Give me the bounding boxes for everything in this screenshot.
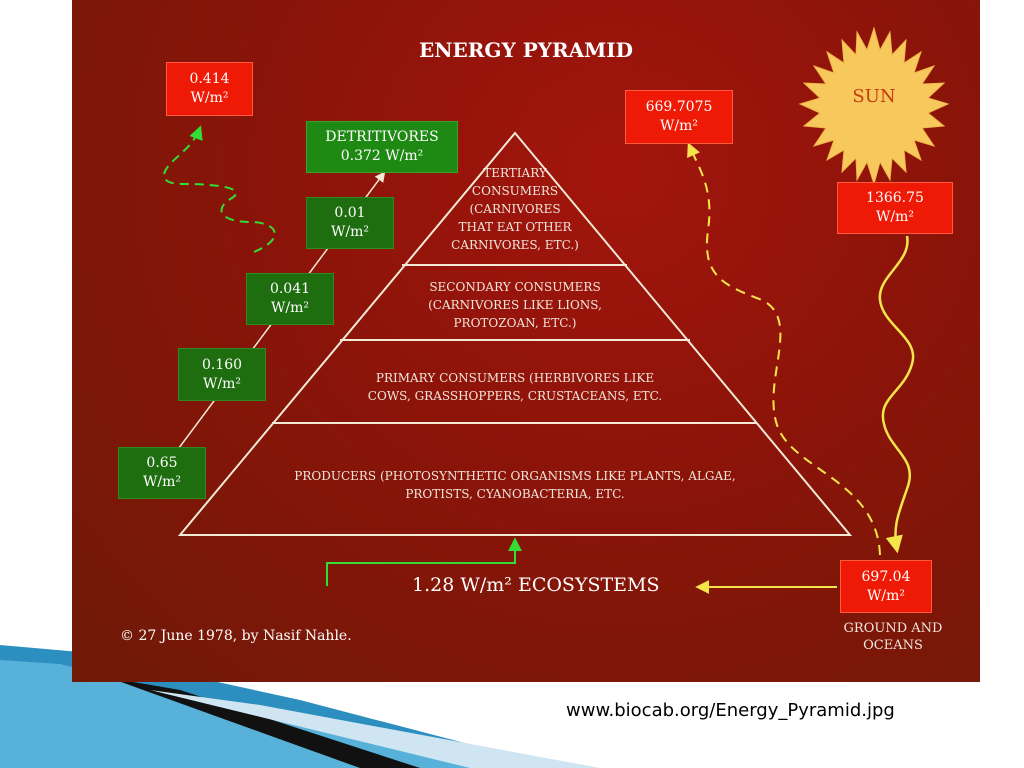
trophic-value: 0.041 [269,281,311,297]
diagram-title: ENERGY PYRAMID [418,38,633,62]
tier-primary-consumers: PRIMARY CONSUMERS (HERBIVORES LIKE COWS,… [367,371,663,403]
trophic-unit: W/m² [271,300,309,316]
solar-flux-value-box: 1366.75 W/m² [837,182,953,234]
reflected-unit: W/m² [660,118,698,134]
ground-value: 697.04 [861,568,911,585]
sun-label: SUN [852,86,896,107]
detritivores-box: DETRITIVORES 0.372 W/m² [306,121,458,173]
trophic-value: 0.01 [334,205,366,221]
trophic-value-box-primary: 0.160 W/m² [178,348,266,401]
tier-producers: PRODUCERS (PHOTOSYNTHETIC ORGANISMS LIKE… [294,469,736,501]
ground-value-box: 697.04 W/m² [840,560,932,613]
ground-and-oceans-label: GROUND AND OCEANS [843,621,943,653]
diagram-graphics [163,26,950,594]
trophic-unit: W/m² [143,474,181,490]
trophic-unit: W/m² [331,224,369,240]
trophic-value-box-secondary: 0.041 W/m² [246,273,334,325]
reflected-value: 669.7075 [645,99,713,115]
tier-tertiary-consumers: TERTIARY CONSUMERS (CARNIVORES THAT EAT … [451,166,579,252]
heat-loss-unit: W/m² [190,90,229,106]
energy-pyramid [177,131,853,536]
copyright-notice: © 27 June 1978, by Nasif Nahle. [120,628,352,644]
source-url: www.biocab.org/Energy_Pyramid.jpg [566,700,895,721]
heat-loss-value: 0.414 [189,71,230,87]
trophic-value: 0.160 [201,356,243,373]
trophic-unit: W/m² [203,375,241,392]
solar-flux-unit: W/m² [876,209,914,225]
reflected-energy-arrow [687,142,881,556]
solar-radiation-arrow [878,235,915,554]
trophic-value: 0.65 [146,455,178,471]
energy-pyramid-diagram: ENERGY PYRAMID SUN 0.414 W/m² 669.7075 W… [72,0,980,682]
trophic-value-box-tertiary: 0.01 W/m² [306,197,394,249]
solar-flux-value: 1366.75 [866,190,924,206]
heat-loss-arrow [163,125,276,253]
ecosystem-input-arrow [326,537,522,586]
ecosystems-label: 1.28 W/m² ECOSYSTEMS [412,574,660,596]
heat-loss-value-box: 0.414 W/m² [166,62,253,116]
tier-secondary-consumers: SECONDARY CONSUMERS (CARNIVORES LIKE LIO… [428,280,602,330]
ground-unit: W/m² [867,587,905,604]
detritivores-label: DETRITIVORES [325,129,439,145]
detritivores-value: 0.372 W/m² [340,148,424,164]
trophic-value-box-producers: 0.65 W/m² [118,447,206,499]
reflected-value-box: 669.7075 W/m² [625,90,733,144]
